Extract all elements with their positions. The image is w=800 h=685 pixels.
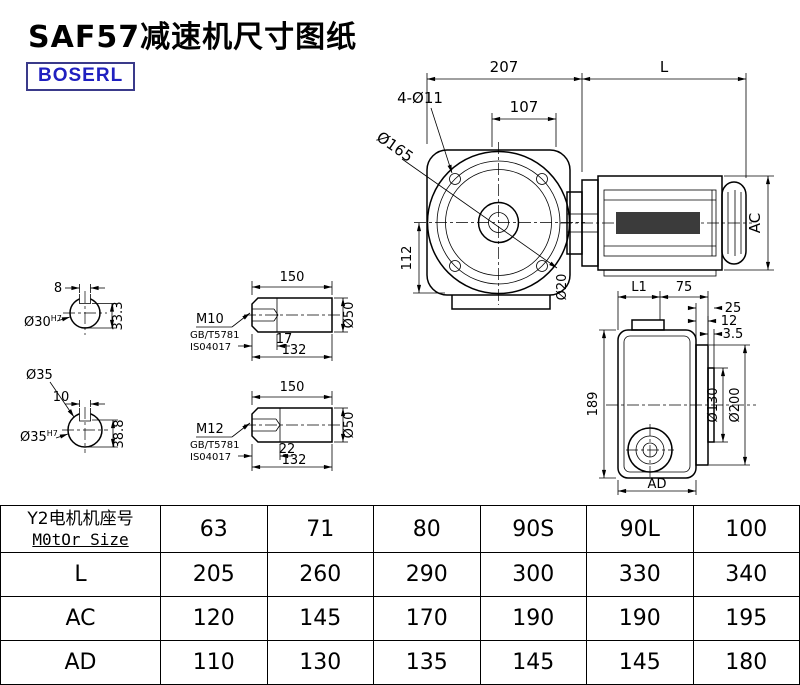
table-cell: 71: [266, 505, 374, 553]
bolt-hole: [536, 260, 548, 272]
dim-132-label: 132: [282, 343, 307, 358]
table-cell: 120: [160, 596, 268, 641]
motor-fan-cover: [721, 181, 747, 265]
table-cell: 80: [373, 505, 481, 553]
dim-L-label: L: [660, 58, 669, 76]
table-cell: 260: [266, 552, 374, 597]
dim-17-label: 17: [276, 332, 293, 347]
table-cell: 190: [479, 596, 587, 641]
page-title: SAF57减速机尺寸图纸: [28, 20, 358, 55]
dim-130-label: Ø130: [706, 387, 721, 422]
shaft-outline: [251, 407, 333, 443]
dim-33.3-label: 33.3: [111, 302, 126, 331]
row-label-L: L: [0, 552, 161, 597]
dim-207-label: 207: [490, 58, 519, 76]
thread-m12-label: M12: [196, 422, 224, 437]
dim-30H7-label: Ø30H7: [24, 314, 62, 330]
table-cell: 145: [266, 596, 374, 641]
table-row-AC: AC 120 145 170 190 190 195: [0, 596, 800, 641]
table-row-header: Y2电机机座号 M0tOr Size 63 71 80 90S 90L 100: [0, 505, 800, 553]
motor-size-header-en: M0tOr Size: [32, 529, 129, 549]
table-row-L: L 205 260 290 300 330 340: [0, 552, 800, 597]
table-cell: 63: [160, 505, 268, 553]
dim-35H7-label: Ø35H7: [20, 429, 58, 445]
technical-drawing: 207 L 107 4-Ø11 Ø165 112 AC Ø20: [20, 58, 774, 495]
dim-AC-label: AC: [746, 213, 764, 233]
dim-50-label: Ø50: [342, 302, 357, 329]
keyway-slot: [79, 294, 91, 304]
dim-10-label: 10: [53, 390, 70, 405]
table-cell: 170: [373, 596, 481, 641]
shaft-outline: [251, 297, 333, 333]
dim-35-tol: H7: [47, 429, 58, 438]
table-cell: 100: [692, 505, 800, 553]
motor-rail: [603, 269, 717, 277]
table-cell: 340: [692, 552, 800, 597]
side-body: [617, 329, 697, 479]
shaft-end-views: 8 Ø30H7 33.3 Ø35 10 Ø35H7 38.8: [20, 281, 127, 453]
table-cell: 205: [160, 552, 268, 597]
dim-L1-label: L1: [631, 280, 647, 295]
bolt-hole: [536, 173, 548, 185]
table-cell: 195: [692, 596, 800, 641]
motor-rotor: [616, 212, 700, 234]
motor-size-header: Y2电机机座号 M0tOr Size: [0, 505, 161, 553]
table-row-AD: AD 110 130 135 145 145 180: [0, 640, 800, 685]
bolt-hole: [449, 173, 461, 185]
thread-m10-label: M10: [196, 312, 224, 327]
table-cell: 300: [479, 552, 587, 597]
table-cell: 190: [586, 596, 694, 641]
dim-12-label: 12: [721, 314, 738, 329]
dim-AD-label: AD: [648, 477, 667, 492]
dim-107-label: 107: [510, 98, 539, 116]
dim-3.5-label: 3.5: [723, 327, 744, 342]
dim-25-label: 25: [725, 301, 742, 316]
table-cell: 90L: [586, 505, 694, 553]
main-view: 207 L 107 4-Ø11 Ø165 112 AC Ø20: [373, 58, 774, 310]
dim-200-label: Ø200: [728, 387, 743, 422]
brand-logo: BOSERL: [26, 62, 136, 91]
dim-30-tol: H7: [51, 314, 62, 323]
dim-35-label: Ø35: [26, 368, 53, 383]
dim-112-label: 112: [400, 246, 415, 271]
std-iso-label: IS04017: [190, 452, 231, 463]
dim-22-label: 22: [279, 442, 296, 457]
std-iso-label: IS04017: [190, 342, 231, 353]
row-label-AD: AD: [0, 640, 161, 685]
std-gb-label: GB/T5781: [190, 330, 240, 341]
top-boss: [631, 319, 665, 331]
dim-165-label: Ø165: [373, 128, 416, 166]
dim-150-label: 150: [280, 270, 305, 285]
dim-150-label: 150: [280, 380, 305, 395]
table-cell: 180: [692, 640, 800, 685]
bolt-holes-callout: 4-Ø11: [397, 89, 443, 107]
table-cell: 90S: [479, 505, 587, 553]
row-label-AC: AC: [0, 596, 161, 641]
bolt-hole: [449, 260, 461, 272]
shaft-detail-m12: 150 M12 GB/T5781 IS04017 22 132 Ø50: [190, 380, 357, 471]
dim-35: Ø35: [20, 430, 47, 445]
table-cell: 135: [373, 640, 481, 685]
table-cell: 110: [160, 640, 268, 685]
dim-20-label: Ø20: [555, 274, 570, 301]
dim-189-label: 189: [586, 392, 601, 417]
dim-30: Ø30: [24, 315, 51, 330]
dim-50-label: Ø50: [342, 412, 357, 439]
dimension-table: Y2电机机座号 M0tOr Size 63 71 80 90S 90L 100 …: [0, 505, 800, 685]
table-cell: 145: [586, 640, 694, 685]
shaft-detail-m10: 150 M10 GB/T5781 IS04017 17 132 Ø50: [190, 270, 357, 361]
dim-38.8-label: 38.8: [112, 420, 127, 449]
gearbox-foot: [451, 295, 551, 310]
motor-size-header-cn: Y2电机机座号: [27, 508, 134, 529]
table-cell: 130: [266, 640, 374, 685]
table-cell: 330: [586, 552, 694, 597]
dim-132-label: 132: [282, 453, 307, 468]
table-cell: 145: [479, 640, 587, 685]
dim-8-label: 8: [54, 281, 62, 296]
table-cell: 290: [373, 552, 481, 597]
keyway-slot: [79, 408, 91, 422]
dim-75-label: 75: [676, 280, 693, 295]
std-gb-label: GB/T5781: [190, 440, 240, 451]
side-view: L1 75 25 12 3.5 189 Ø130 Ø200 AD: [586, 280, 756, 495]
